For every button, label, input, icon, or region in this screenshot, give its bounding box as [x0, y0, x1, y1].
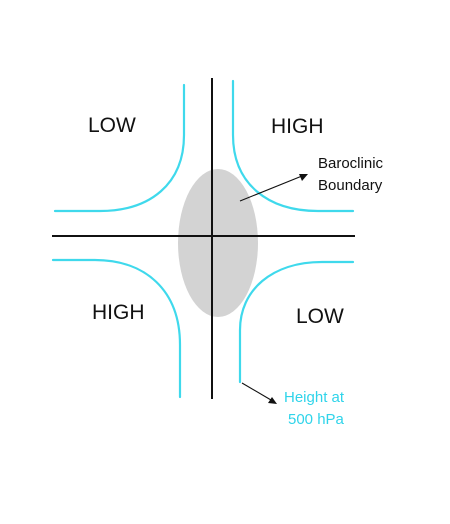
label-top-right: HIGH [271, 115, 324, 138]
contour-top-right [231, 79, 355, 213]
contour-bottom-left [51, 258, 182, 399]
baroclinic-label-line1: Baroclinic [318, 155, 384, 172]
contour-top-left [53, 83, 186, 213]
label-top-left: LOW [88, 114, 136, 137]
baroclinic-label-line2: Boundary [318, 177, 383, 194]
height-pointer-line [241, 382, 272, 401]
height-label-line2: 500 hPa [288, 411, 345, 428]
baroclinic-boundary-region [178, 169, 258, 317]
label-bottom-right: LOW [296, 305, 344, 328]
contour-bottom-right [238, 260, 355, 384]
label-bottom-left: HIGH [92, 301, 145, 324]
baroclinic-pointer-line [239, 175, 303, 202]
baroclinic-pointer-arrowhead [299, 174, 308, 181]
height-pointer-arrowhead [268, 397, 277, 404]
height-label-line1: Height at [284, 389, 345, 406]
